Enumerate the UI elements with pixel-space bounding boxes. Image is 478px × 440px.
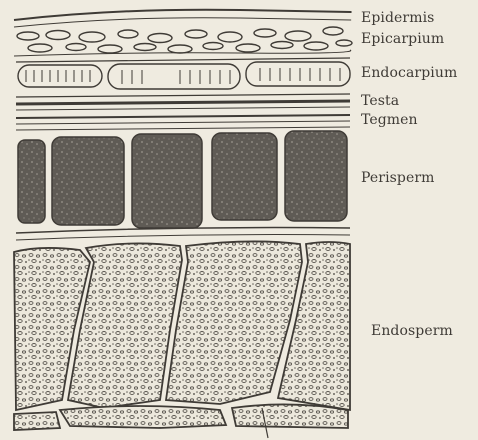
endocarpium-layer <box>16 58 350 89</box>
label-epicarpium: Epicarpium <box>361 31 444 47</box>
label-endosperm: Endosperm <box>371 323 453 339</box>
epicarpium-layer <box>14 27 352 56</box>
epidermis-layer <box>14 10 351 27</box>
perisperm-layer <box>16 127 350 240</box>
label-tegmen: Tegmen <box>361 112 418 128</box>
label-testa: Testa <box>361 93 399 109</box>
label-perisperm: Perisperm <box>361 170 435 186</box>
label-epidermis: Epidermis <box>361 10 434 26</box>
testa-tegmen-layer <box>16 94 350 124</box>
endosperm-layer <box>14 241 350 438</box>
label-endocarpium: Endocarpium <box>361 65 457 81</box>
